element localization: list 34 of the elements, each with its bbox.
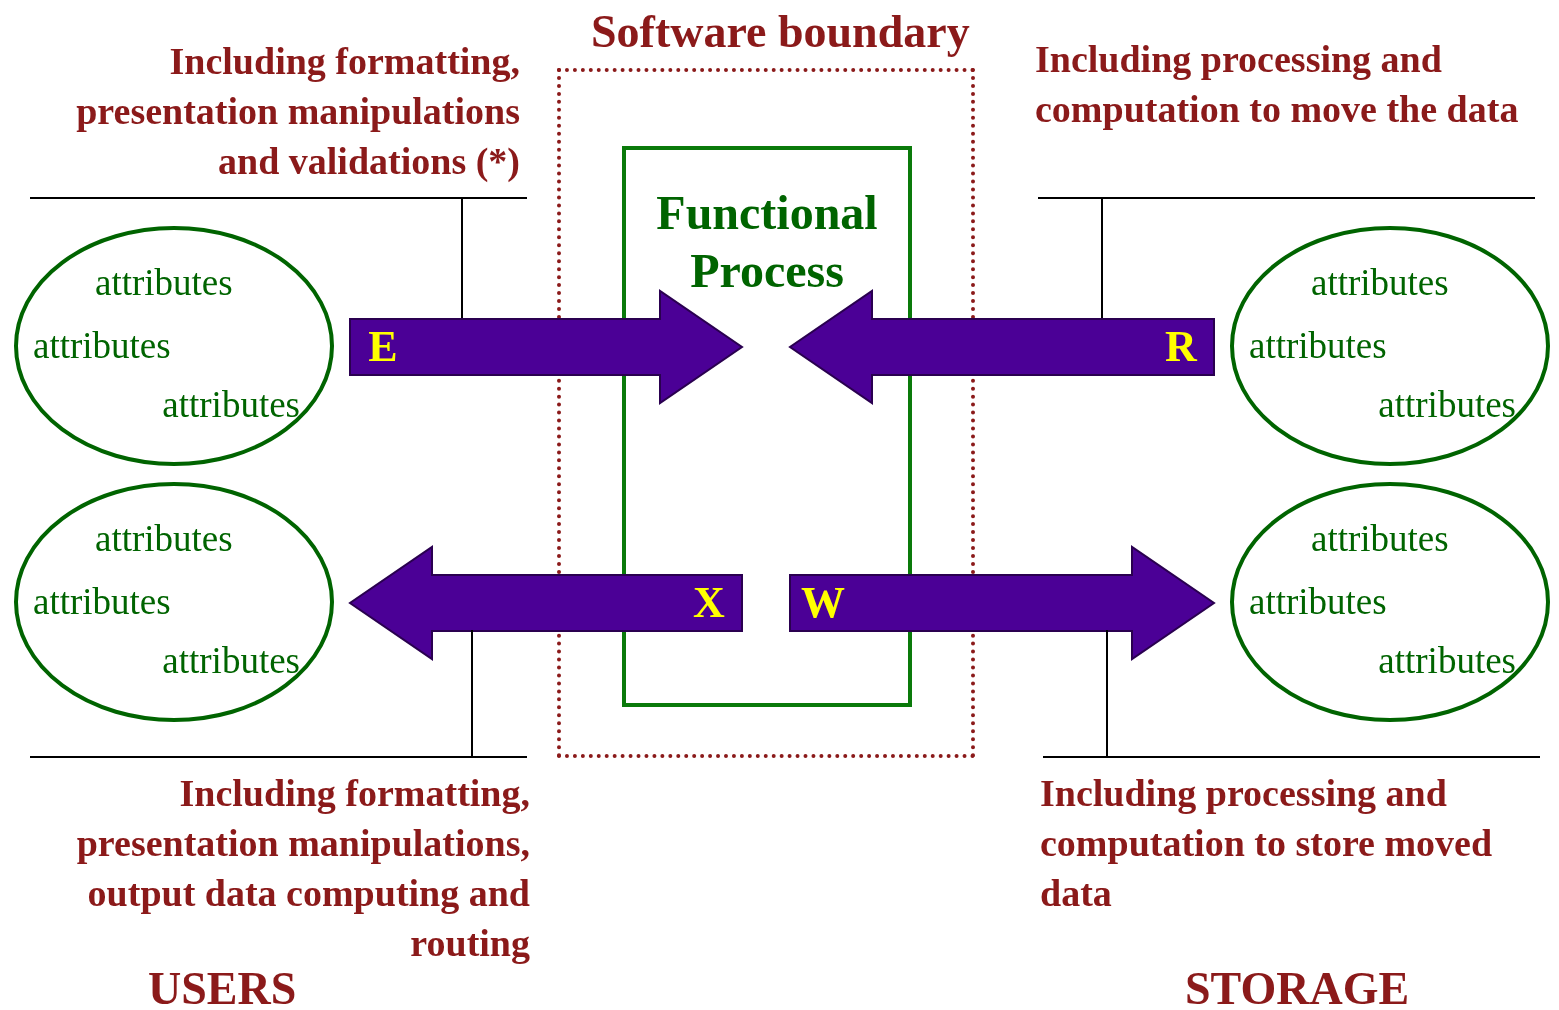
attribute-label: attributes [162,385,300,425]
process-title: Functional Process [655,185,879,299]
attribute-label: attributes [95,519,233,559]
data-group-ellipse [1229,481,1551,723]
boundary-title: Software boundary [591,6,970,58]
leader-line [1037,197,1536,319]
attribute-label: attributes [1378,385,1516,425]
attribute-label: attributes [1378,641,1516,681]
block-arrow [348,545,743,661]
attribute-label: attributes [33,582,171,622]
attribute-label: attributes [1249,326,1387,366]
data-group-ellipse [1229,225,1551,467]
block-arrow [349,289,744,405]
attribute-label: attributes [1249,582,1387,622]
block-arrow [788,289,1215,405]
edge-label: R [1165,325,1197,369]
edge-label: E [368,325,398,369]
annotation-text: Including formatting, presentation manipulations and validations (*) [15,36,520,186]
edge-label: X [693,581,725,625]
leader-line [1042,629,1541,758]
data-group-ellipse [13,225,335,467]
leader-line [29,629,528,758]
annotation-text: Including processing and computation to move the data [1035,34,1535,134]
attribute-label: attributes [1311,263,1449,303]
leader-line [29,197,528,319]
data-group-ellipse [13,481,335,723]
edge-label: W [801,581,845,625]
attribute-label: attributes [162,641,300,681]
attribute-label: attributes [95,263,233,303]
attribute-label: attributes [1311,519,1449,559]
attribute-label: attributes [33,326,171,366]
group-heading: STORAGE [1185,964,1410,1010]
block-arrow [789,545,1216,661]
annotation-text: Including processing and computation to store moved data [1040,768,1520,918]
